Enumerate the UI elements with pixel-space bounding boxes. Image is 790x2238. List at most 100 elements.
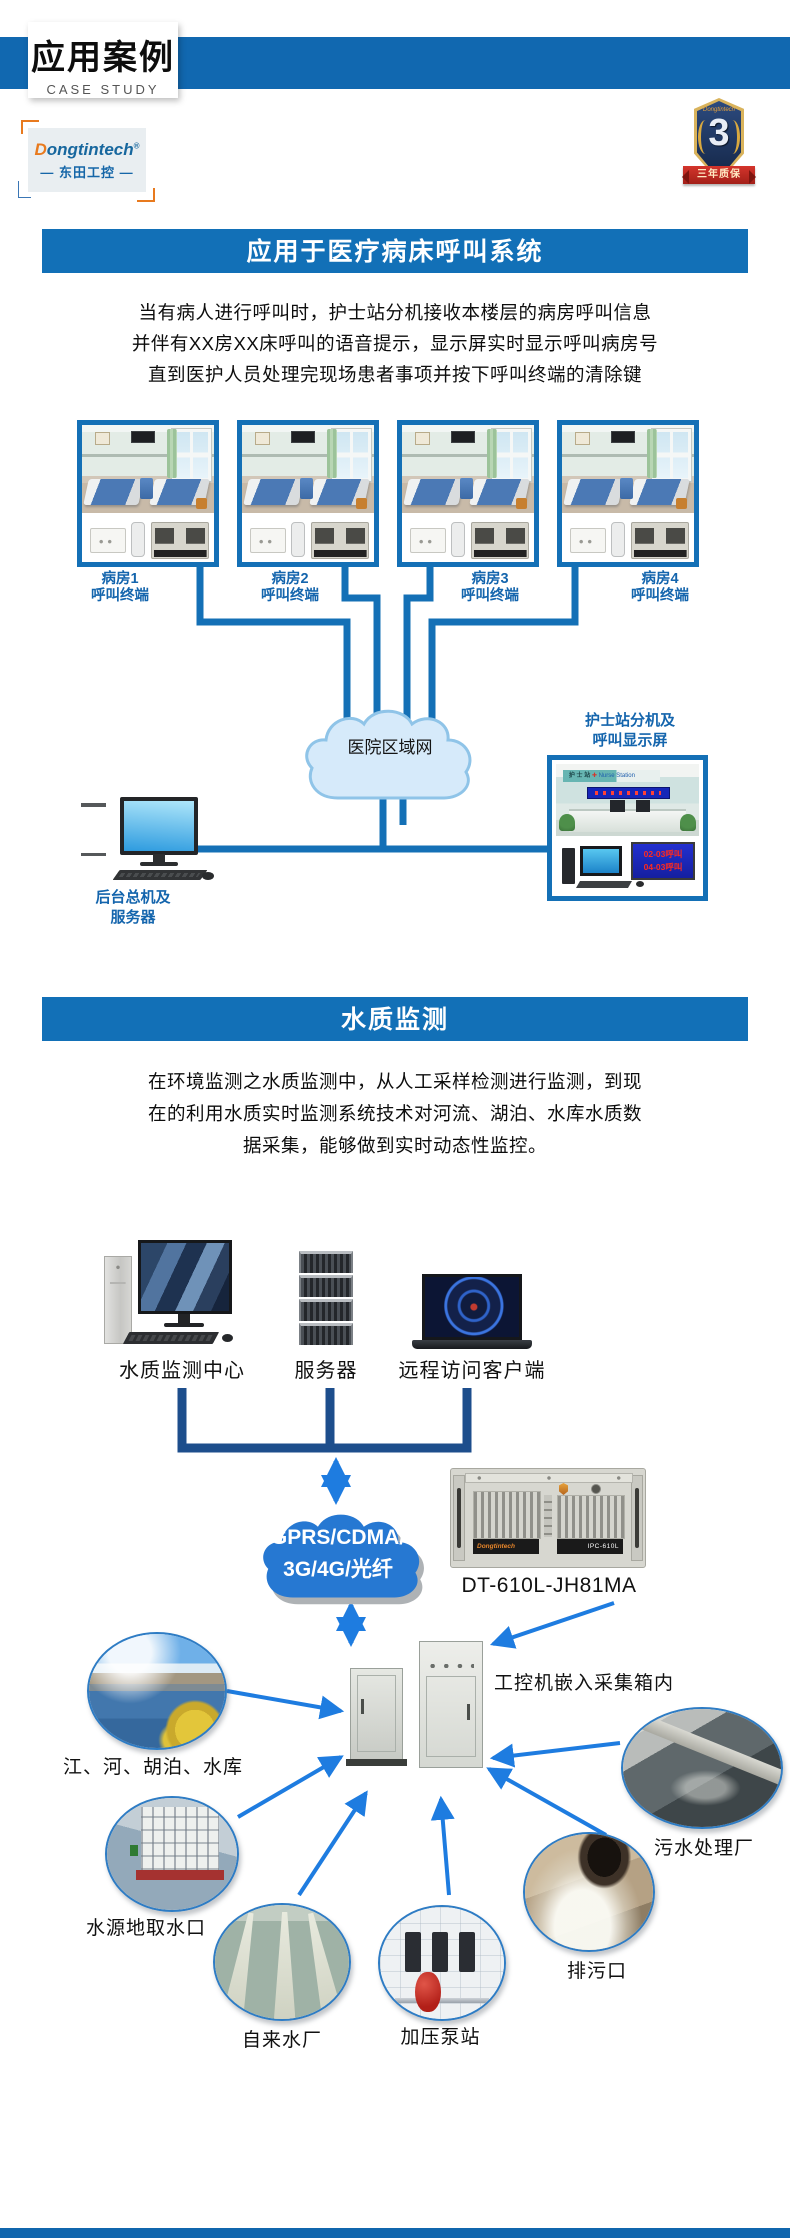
paragraph-line: 并伴有XX房XX床呼叫的语音提示，显示屏实时显示呼叫病房号	[131, 333, 659, 354]
handle-icon	[635, 1488, 639, 1548]
logo-wordmark: Dongtintech®	[34, 140, 140, 159]
curtain-icon	[326, 428, 338, 478]
device-model-label: DT-610L-JH81MA	[461, 1574, 637, 1597]
front-brand-strip: Dongtintech	[473, 1539, 539, 1554]
waterworks-label: 自来水厂	[242, 2030, 323, 2051]
warranty-badge-icon: Dongtintech 3 三年质保	[682, 98, 756, 196]
rack-unit-icon	[299, 1299, 353, 1321]
monitoring-bus-lines	[177, 1388, 472, 1453]
lake-photo	[87, 1632, 227, 1750]
plant-icon	[680, 813, 697, 831]
cabinet-plinth	[346, 1759, 407, 1766]
monitoring-center-pc-icon	[100, 1240, 240, 1350]
red-cross-icon: ✚	[591, 772, 597, 779]
wall-rail	[242, 454, 374, 458]
tv-icon	[450, 431, 476, 443]
handset-icon	[130, 522, 145, 557]
collection-cabinet-large-icon	[419, 1641, 483, 1768]
section1-paragraph: 当有病人进行呼叫时，护士站分机接收本楼层的病房呼叫信息 并伴有XX房XX床呼叫的…	[30, 297, 760, 390]
call-panel-icon	[409, 527, 447, 553]
boat-hull	[135, 1869, 224, 1880]
monitor-base	[164, 1323, 204, 1327]
ward-room-box-4	[557, 420, 699, 567]
mouse-icon	[202, 872, 214, 880]
stool-icon	[675, 498, 688, 509]
bedside-cabinet-icon	[300, 477, 314, 499]
paragraph-line: 直到医护人员处理完现场患者事项并按下呼叫终端的清除键	[147, 364, 642, 385]
nurse-station-sign: 护 士 站 ✚ Nurse Station	[563, 769, 661, 782]
lake-label: 江、河、胡泊、水库	[62, 1757, 243, 1778]
hospital-network-cloud-label: 医院区域网	[347, 738, 433, 757]
nurse-station-photo: 护 士 站 ✚ Nurse Station	[556, 764, 699, 836]
picture-frame-icon	[255, 432, 271, 446]
handle-icon	[361, 1699, 364, 1714]
gprs-cloud-label-line1: GPRS/CDMA/	[270, 1526, 406, 1549]
ward-room-box-3	[397, 420, 539, 567]
bed-icon	[243, 478, 305, 506]
vent-grille-icon	[473, 1491, 541, 1539]
bed-icon	[563, 478, 625, 506]
ipc-chassis-icon	[151, 521, 209, 559]
curtain-icon	[166, 428, 178, 478]
section2-paragraph: 在环境监测之水质监测中，从人工采样检测进行监测，到现 在的利用水质实时监测系统技…	[30, 1066, 760, 1162]
call-panel-icon	[569, 527, 607, 553]
desk-monitor-icon	[636, 800, 651, 813]
badge-brand-text: Dongtintech	[702, 107, 736, 113]
bedside-cabinet-icon	[140, 477, 154, 499]
call-display-panel: 02-03呼叫 04-03呼叫	[631, 842, 695, 880]
pc-monitor-icon	[120, 797, 198, 855]
cabinet-door	[357, 1675, 396, 1752]
page-title-card: 应用案例 CASE STUDY	[28, 22, 178, 98]
keyboard-icon	[112, 870, 208, 880]
sewage-outlet-label: 排污口	[566, 1961, 627, 1982]
hospital-room-photo	[242, 425, 374, 513]
water-intake-label: 水源地取水口	[85, 1918, 206, 1939]
hospital-room-photo	[402, 425, 534, 513]
monitor-stand	[153, 854, 165, 863]
handset-icon	[290, 522, 305, 557]
window-icon	[171, 428, 213, 483]
cabinet-label: 工控机嵌入采集箱内	[494, 1673, 675, 1694]
ward-room-box-1	[77, 420, 219, 567]
handset-icon	[450, 522, 465, 557]
laptop-screen	[422, 1274, 522, 1340]
badge-ribbon: 三年质保	[682, 166, 756, 184]
backend-computer-icon	[70, 793, 215, 888]
server-label: 服务器	[294, 1360, 358, 1382]
call-panel-icon	[249, 527, 287, 553]
monitor-base	[140, 862, 178, 866]
laptop-icon	[412, 1274, 532, 1352]
gprs-cloud-label-line2: 3G/4G/光纤	[283, 1558, 393, 1581]
nurse-station-box: 护 士 站 ✚ Nurse Station 02-03呼叫 04-03呼叫	[547, 755, 708, 901]
monitoring-center-label: 水质监测中心	[119, 1360, 245, 1382]
bed-icon	[83, 478, 145, 506]
tv-icon	[610, 431, 636, 443]
nurse-pc-keyboard-icon	[575, 881, 633, 888]
keylock-icon	[591, 1484, 601, 1494]
counter-desk	[568, 808, 687, 833]
picture-frame-icon	[575, 432, 591, 446]
paragraph-line: 在的利用水质实时监测系统技术对河流、湖泊、水库水质数	[147, 1103, 642, 1124]
waterworks-photo	[213, 1903, 351, 2021]
laptop-base	[412, 1340, 532, 1349]
server-rack-icon	[299, 1251, 353, 1353]
pressure-tank-icon	[414, 1971, 441, 2013]
paragraph-line: 据采集，能够做到实时动态性监控。	[242, 1135, 547, 1156]
rack-unit-icon	[299, 1251, 353, 1273]
call-terminal-devices	[562, 518, 694, 562]
bedside-cabinet-icon	[620, 477, 634, 499]
picture-frame-icon	[95, 432, 111, 446]
nurse-station-label: 护士站分机及 呼叫显示屏	[584, 712, 675, 749]
sewage-plant-label: 污水处理厂	[653, 1838, 754, 1859]
rack-unit-icon	[299, 1275, 353, 1297]
paragraph-line: 当有病人进行呼叫时，护士站分机接收本楼层的病房呼叫信息	[138, 302, 652, 323]
section1-banner: 应用于医疗病床呼叫系统	[42, 229, 748, 273]
ipc-chassis-icon	[471, 521, 529, 559]
mouse-icon	[222, 1334, 233, 1342]
chassis-top-strip	[465, 1473, 633, 1483]
stool-icon	[195, 498, 208, 509]
wall-rail	[402, 454, 534, 458]
hospital-room-photo	[562, 425, 694, 513]
